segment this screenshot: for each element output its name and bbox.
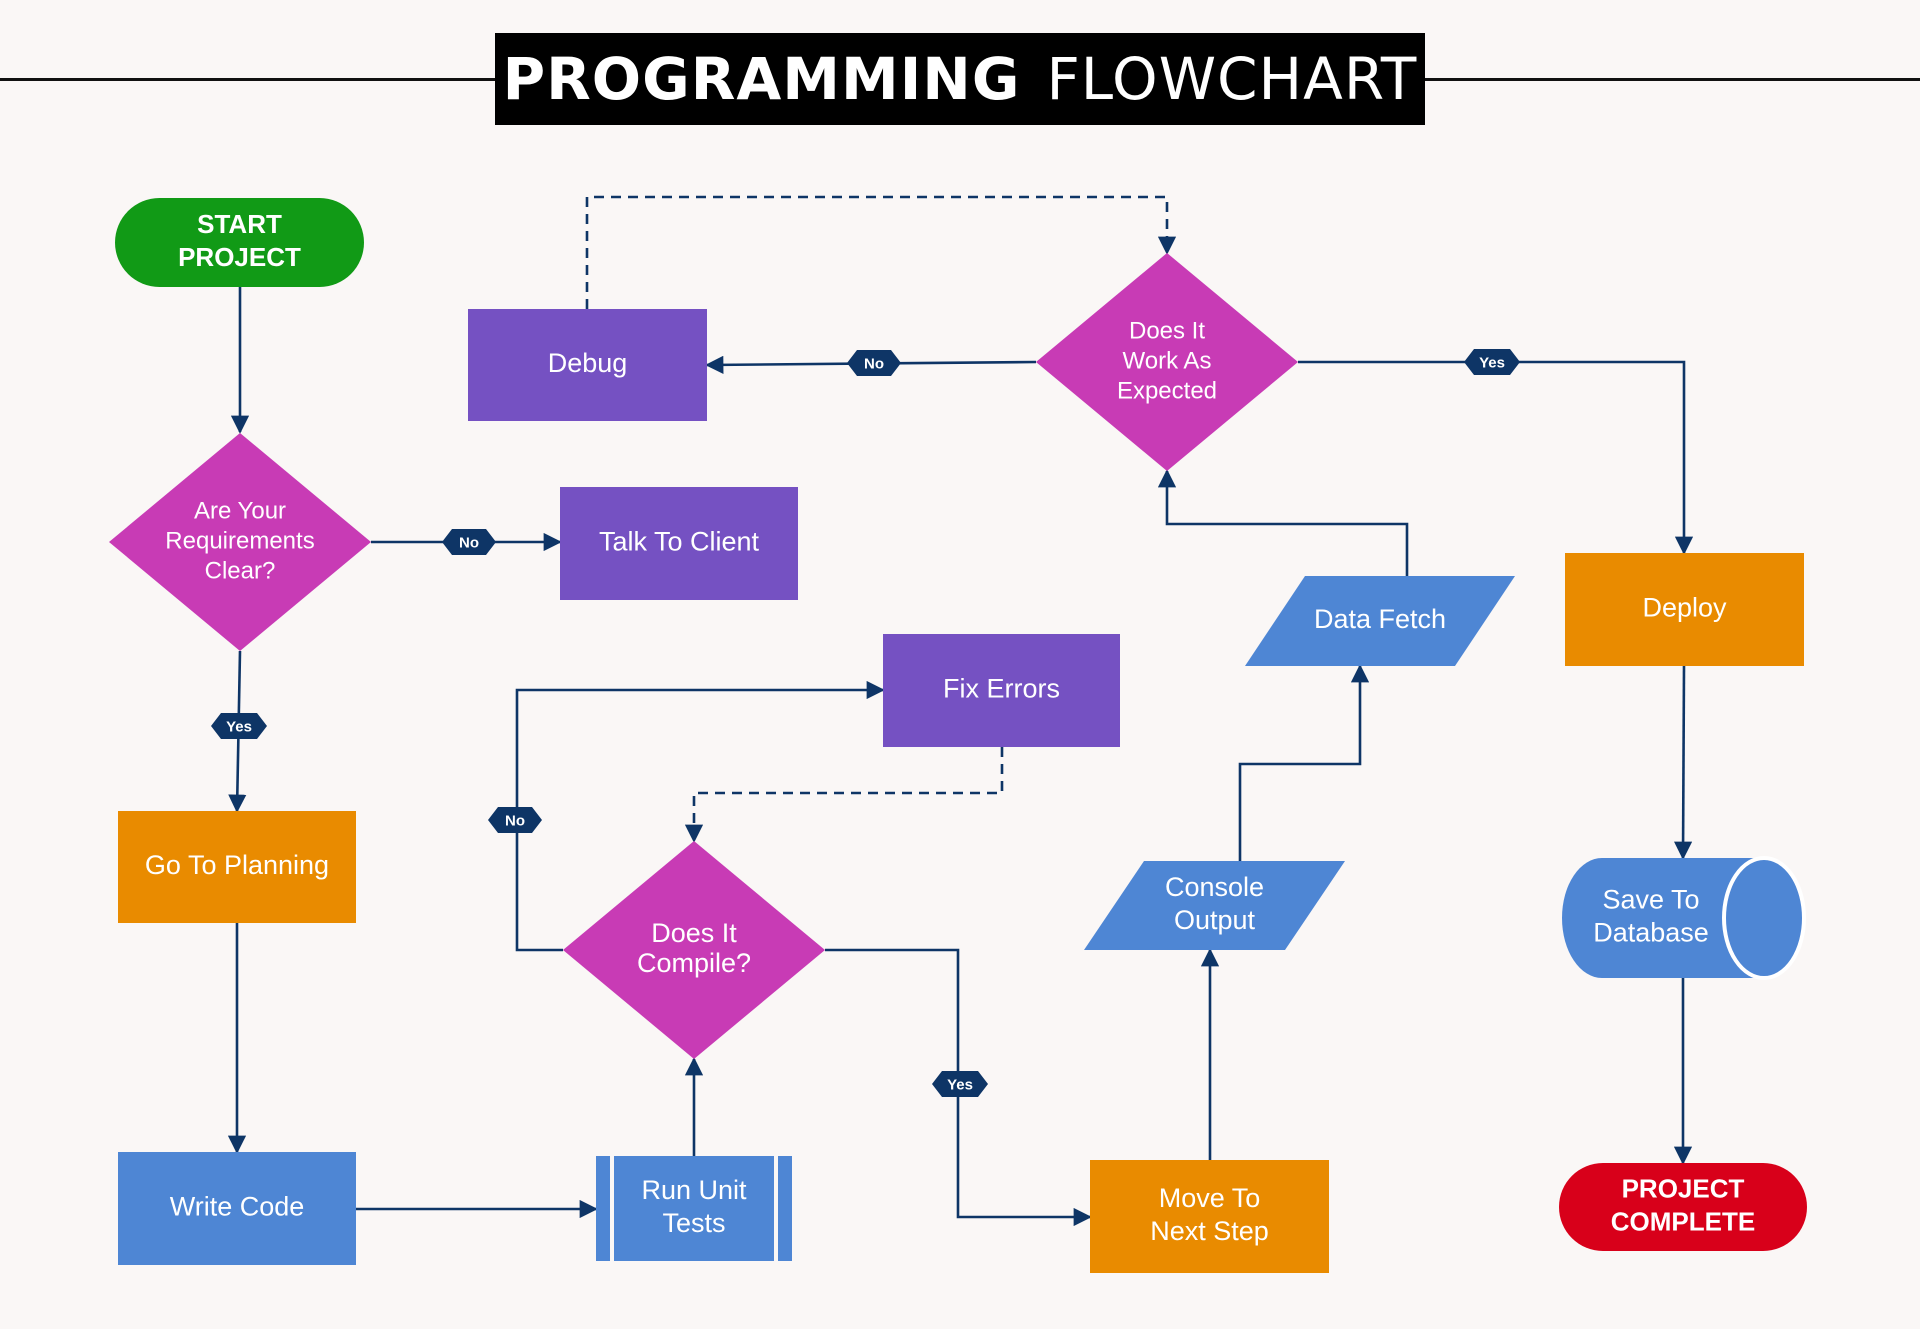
edge-label-text: No	[459, 535, 479, 552]
node-label-line: Expected	[1117, 377, 1217, 404]
edge-label-no: No	[442, 529, 496, 555]
process-shape	[1090, 1160, 1329, 1273]
node-label-line: Deploy	[1642, 593, 1727, 623]
node-label-line: COMPLETE	[1611, 1206, 1755, 1236]
node-label-line: Console	[1165, 872, 1264, 902]
edge-label-no: No	[847, 350, 901, 376]
node-label-line: Next Step	[1150, 1216, 1269, 1246]
node-label-line: Output	[1174, 905, 1256, 935]
decision-shape	[1036, 253, 1298, 471]
title-light-word: FLOWCHART	[1046, 45, 1418, 113]
node-label-line: START	[197, 209, 282, 239]
subprocess-body	[614, 1156, 774, 1261]
connector-does-it-work-to-deploy	[1298, 360, 1694, 555]
title-bold-word: PROGRAMMING	[502, 45, 1021, 113]
node-label-line: Does It	[1129, 317, 1205, 344]
node-label-line: Save To	[1602, 885, 1699, 915]
terminal-shape	[115, 198, 364, 287]
edge-label-yes: Yes	[932, 1071, 988, 1097]
node-label-line: Database	[1593, 918, 1709, 948]
edge-label-text: No	[505, 813, 525, 830]
decision-shape	[109, 433, 371, 651]
terminal-shape	[1559, 1163, 1807, 1251]
process-shape	[118, 1152, 356, 1265]
node-data-fetch[interactable]: Data Fetch	[1245, 576, 1515, 666]
connector-console-output-to-data-fetch	[1238, 664, 1370, 861]
node-talk-to-client[interactable]: Talk To Client	[560, 487, 798, 600]
node-label-line: Fix Errors	[943, 674, 1060, 704]
node-label-line: Work As	[1123, 347, 1212, 374]
node-label-line: Go To Planning	[145, 850, 329, 880]
edge-label-text: Yes	[1479, 355, 1505, 372]
node-label-line: Data Fetch	[1314, 604, 1446, 634]
edge-label-no: No	[488, 807, 542, 833]
process-shape	[883, 634, 1120, 747]
subprocess-right-bar	[778, 1156, 792, 1261]
node-debug[interactable]: Debug	[468, 309, 707, 421]
node-go-to-planning[interactable]: Go To Planning	[118, 811, 356, 923]
edge-label-badge	[442, 529, 496, 555]
node-does-it-work[interactable]: Does It Work As Expected	[1036, 253, 1298, 471]
node-label-line: Talk To Client	[599, 527, 760, 557]
connector-debug-to-does-it-work	[585, 195, 1177, 309]
io-shape	[1084, 861, 1345, 950]
subprocess-left-bar	[596, 1156, 610, 1261]
node-label-line: Debug	[548, 348, 628, 378]
io-shape	[1245, 576, 1515, 666]
edge-label-text: Yes	[226, 719, 252, 736]
connector-fix-errors-to-does-it-compile	[684, 747, 1004, 843]
node-label-line: Write Code	[170, 1192, 305, 1222]
decision-shape	[563, 841, 825, 1059]
node-label-line: Tests	[662, 1208, 725, 1238]
node-label-line: PROJECT	[1622, 1173, 1745, 1203]
page-title: PROGRAMMING FLOWCHART	[495, 33, 1425, 125]
database-end-cap	[1722, 856, 1806, 980]
node-label-line: Requirements	[165, 527, 314, 554]
node-label-line: Compile?	[637, 948, 751, 978]
node-label-line: Move To	[1159, 1183, 1261, 1213]
edge-label-text: No	[864, 356, 884, 373]
edge-label-badge	[211, 713, 267, 739]
process-shape	[560, 487, 798, 600]
edge-label-yes: Yes	[211, 713, 267, 739]
node-label-line: Does It	[651, 918, 737, 948]
node-fix-errors[interactable]: Fix Errors	[883, 634, 1120, 747]
node-label-line: Are Your	[194, 497, 286, 524]
connector-deploy-to-save-to-database	[1673, 665, 1693, 860]
process-shape	[468, 309, 707, 421]
node-label-line: PROJECT	[178, 242, 301, 272]
edge-label-yes: Yes	[1464, 349, 1520, 375]
process-shape	[118, 811, 356, 923]
edge-label-badge	[488, 807, 542, 833]
edge-label-badge	[932, 1071, 988, 1097]
title-rule-right	[1425, 78, 1920, 81]
title-rule-left	[0, 78, 495, 81]
node-write-code[interactable]: Write Code	[118, 1152, 356, 1265]
edge-label-badge	[1464, 349, 1520, 375]
edge-label-badge	[847, 350, 901, 376]
node-label-line: Run Unit	[641, 1175, 747, 1205]
node-deploy[interactable]: Deploy	[1565, 553, 1804, 666]
process-shape	[1565, 553, 1804, 666]
edge-label-text: Yes	[947, 1077, 973, 1094]
connector-data-fetch-to-does-it-work	[1157, 469, 1409, 576]
node-label-line: Clear?	[205, 557, 276, 584]
